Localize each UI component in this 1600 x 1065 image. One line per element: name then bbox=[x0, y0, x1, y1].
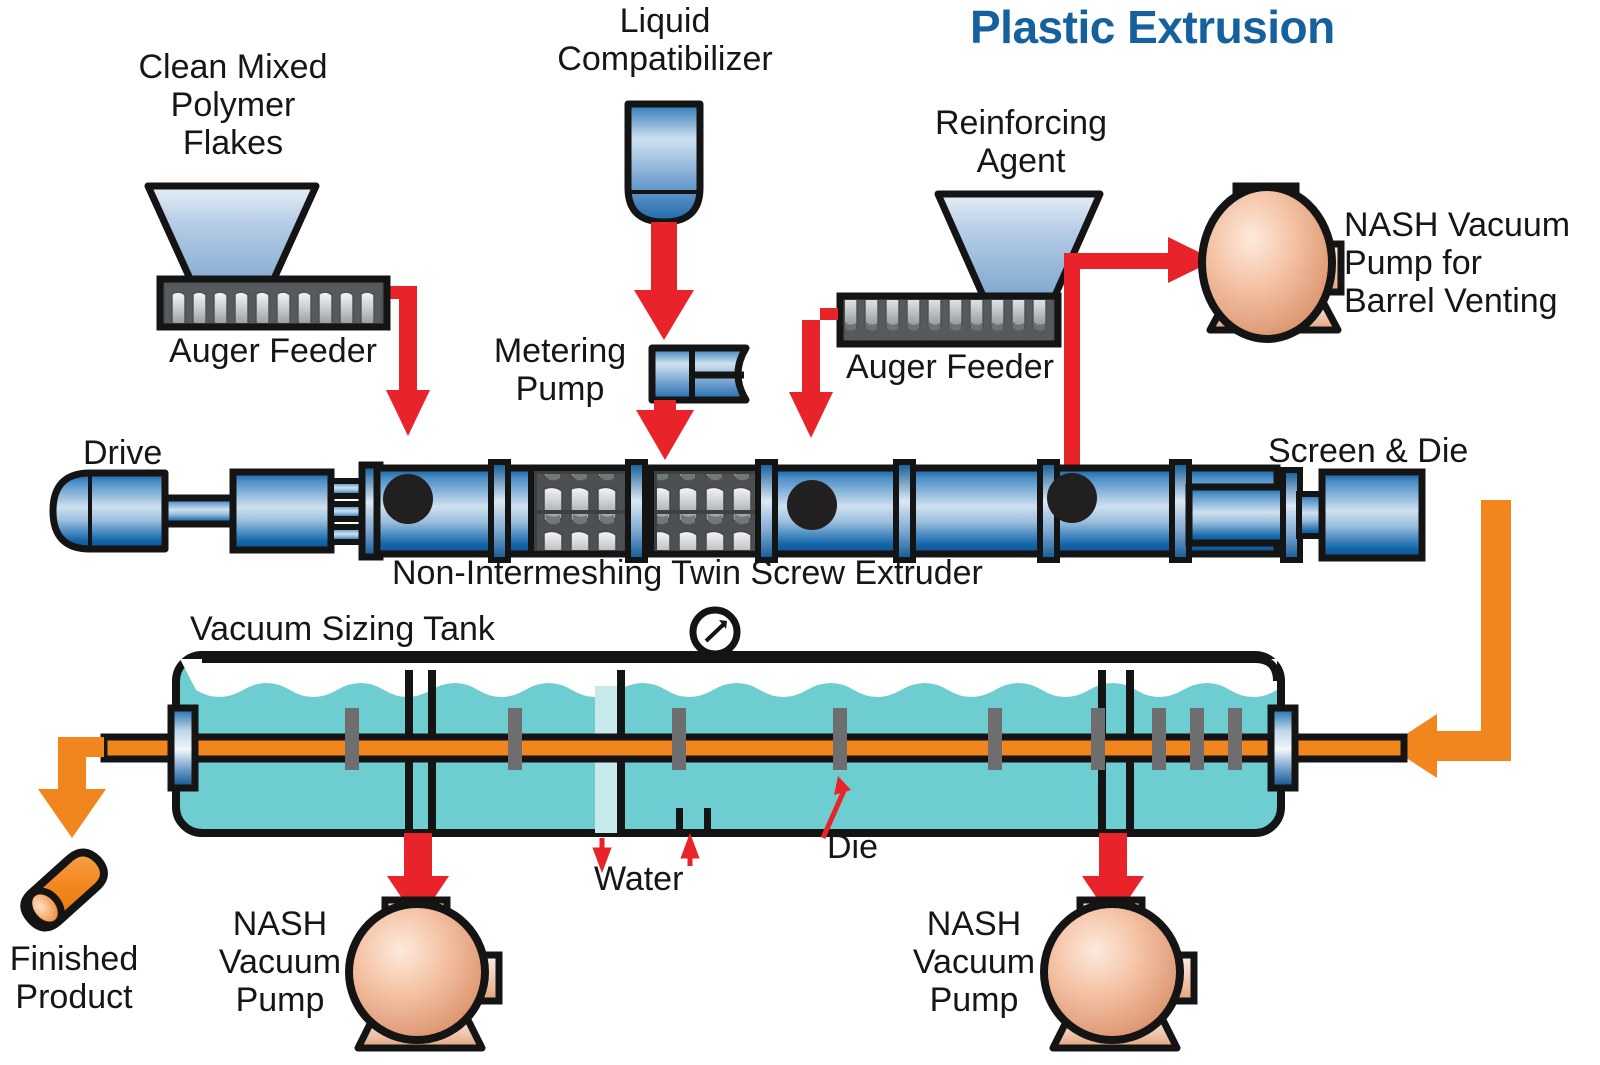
label-nash-vacuum-pump-left: NASH Vacuum Pump bbox=[218, 905, 342, 1020]
tank-die-plates bbox=[345, 708, 1242, 770]
nash-vacuum-pump-right bbox=[1040, 896, 1198, 1052]
label-reinforcing-agent: Reinforcing Agent bbox=[935, 104, 1107, 181]
barrel-port-feed bbox=[383, 474, 433, 524]
label-screen-and-die: Screen & Die bbox=[1268, 432, 1469, 470]
screen-and-die-assembly bbox=[1185, 467, 1426, 563]
label-nash-vacuum-pump-barrel-venting: NASH Vacuum Pump for Barrel Venting bbox=[1344, 206, 1571, 321]
extrudate-line bbox=[100, 733, 1408, 763]
label-water: Water bbox=[594, 860, 684, 898]
arrow-die-callout bbox=[820, 776, 851, 840]
label-drive: Drive bbox=[83, 434, 163, 472]
auger-feeder-right bbox=[836, 292, 1062, 348]
arrow-compatibilizer-to-meteringpump bbox=[634, 222, 694, 340]
nash-vacuum-pump-barrel-venting bbox=[1198, 182, 1345, 343]
arrow-reinforcing-to-extruder bbox=[789, 308, 838, 438]
barrel-port-vent bbox=[1047, 473, 1097, 523]
arrow-water-in bbox=[680, 832, 700, 866]
arrow-water-out bbox=[592, 838, 612, 874]
tank-end-seal-right bbox=[1267, 704, 1299, 792]
metering-pump bbox=[648, 344, 750, 404]
label-vacuum-sizing-tank: Vacuum Sizing Tank bbox=[190, 610, 495, 648]
label-auger-feeder-left: Auger Feeder bbox=[169, 332, 377, 370]
tank-end-seal-left bbox=[167, 704, 199, 792]
nash-vacuum-pump-left bbox=[345, 896, 503, 1052]
label-nash-vacuum-pump-right: NASH Vacuum Pump bbox=[912, 905, 1036, 1020]
extruder-barrel bbox=[373, 459, 1281, 563]
label-die: Die bbox=[827, 828, 879, 866]
arrow-to-finished-product bbox=[38, 737, 106, 838]
red-vent-line-barrel-to-pump bbox=[1064, 237, 1215, 490]
arrow-flakes-to-extruder bbox=[381, 286, 430, 436]
extruder-drive-motor bbox=[49, 468, 335, 554]
auger-feeder-left bbox=[156, 275, 391, 331]
label-extruder: Non-Intermeshing Twin Screw Extruder bbox=[392, 554, 983, 592]
extruder-coupling bbox=[328, 461, 384, 561]
liquid-compatibilizer-vessel bbox=[624, 100, 704, 226]
label-finished-product: Finished Product bbox=[9, 940, 139, 1017]
label-clean-mixed-polymer-flakes: Clean Mixed Polymer Flakes bbox=[138, 48, 328, 163]
arrow-tank-to-nash-left bbox=[387, 833, 449, 922]
label-metering-pump: Metering Pump bbox=[493, 332, 627, 409]
label-liquid-compatibilizer: Liquid Compatibilizer bbox=[557, 2, 773, 79]
page-title: Plastic Extrusion bbox=[970, 1, 1335, 53]
barrel-port-reinforcing bbox=[787, 480, 837, 530]
arrow-tank-to-nash-right bbox=[1082, 833, 1144, 922]
pressure-gauge bbox=[689, 606, 741, 662]
water-inlet-stubs bbox=[676, 808, 711, 834]
finished-product-icon bbox=[20, 848, 108, 932]
label-auger-feeder-right: Auger Feeder bbox=[846, 348, 1054, 386]
arrow-meteringpump-to-extruder bbox=[636, 400, 694, 460]
